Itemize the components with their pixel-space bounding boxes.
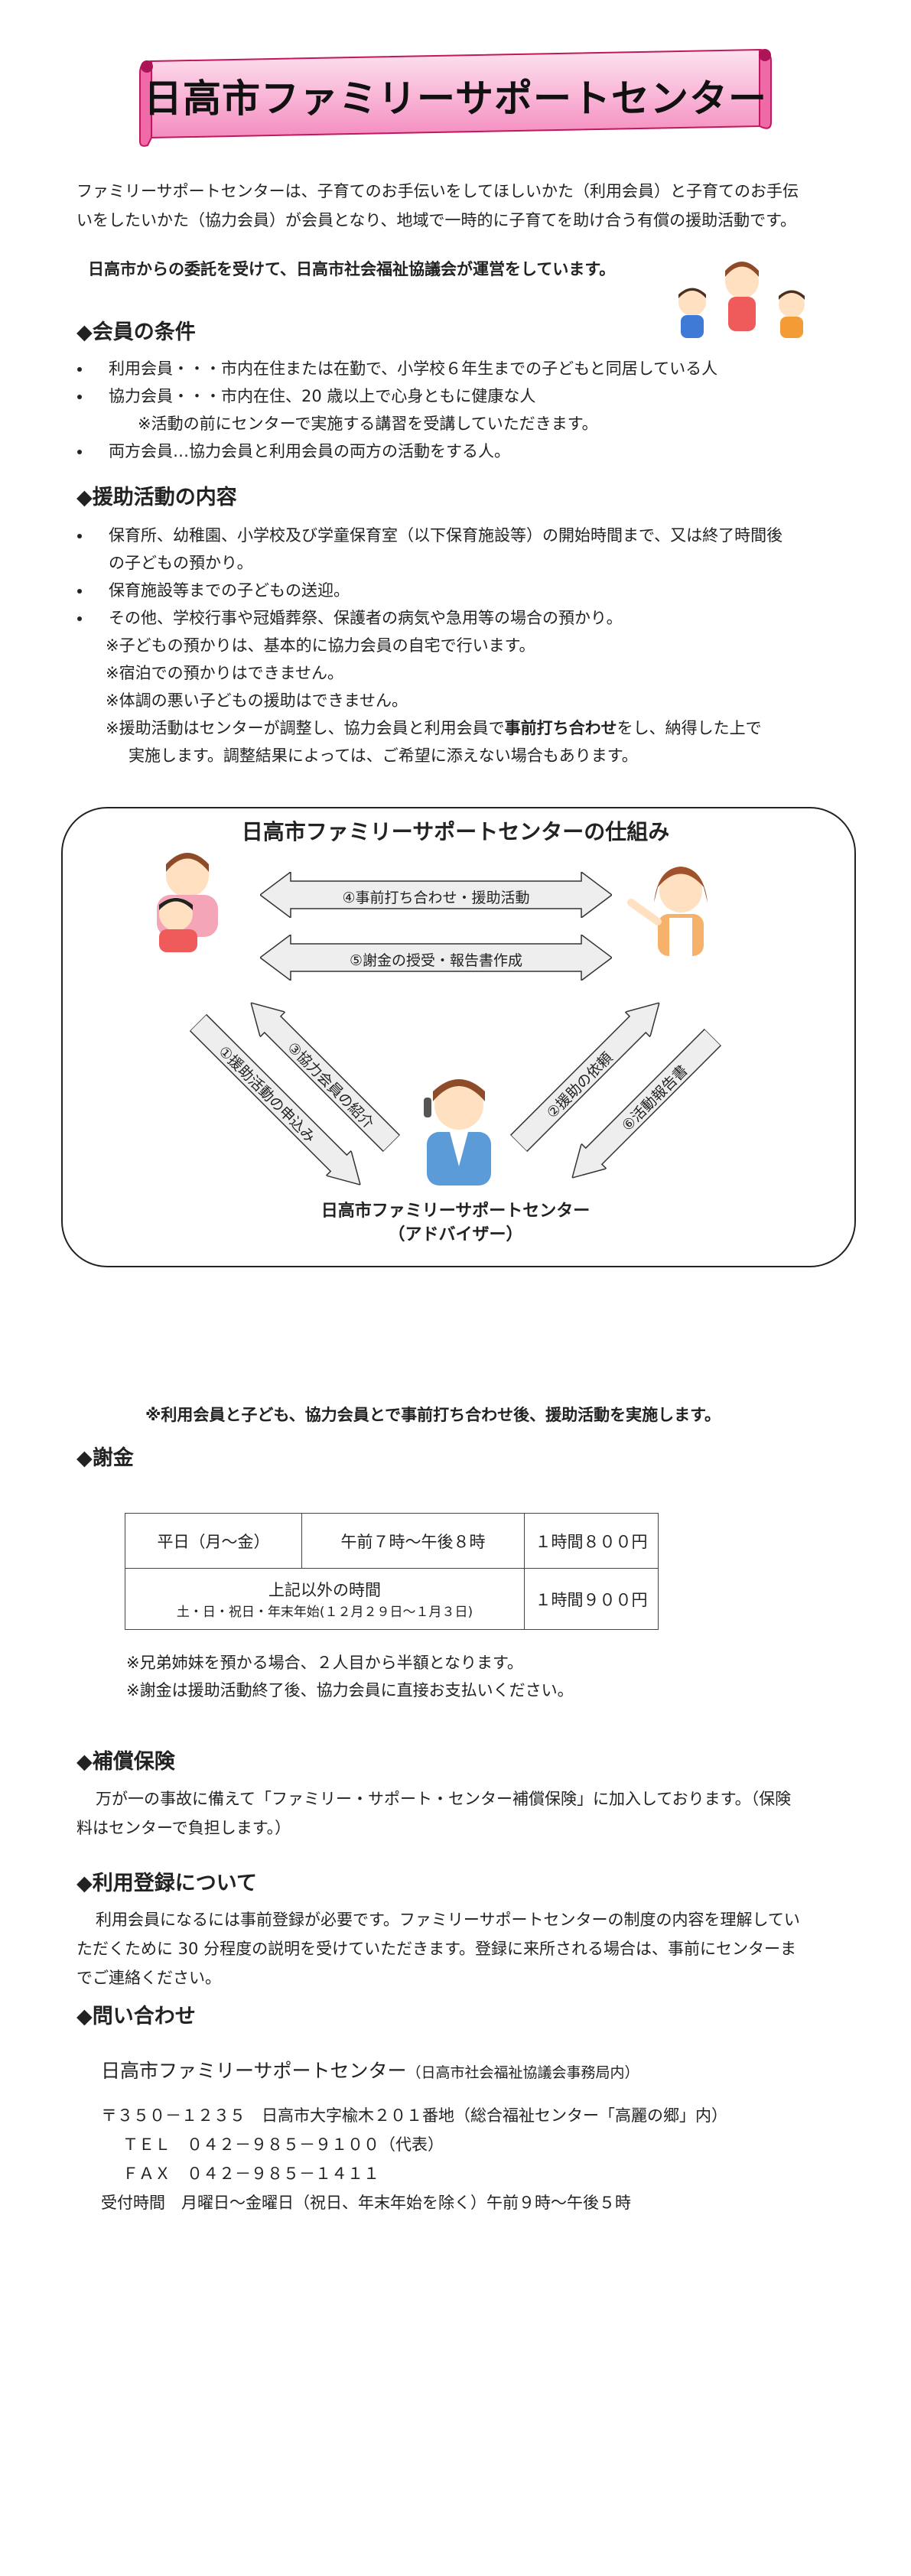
arrow-2: ②援助の依頼 <box>506 990 672 1156</box>
insurance-line-1: 万が一の事故に備えて「ファミリー・サポート・センター補償保険」に加入しております… <box>96 1790 792 1808</box>
list-item: その他、学校行事や冠婚葬祭、保護者の病気や急用等の場合の預かり。 <box>92 604 782 632</box>
intro-line-1: ファミリーサポートセンターは、子育てのお手伝いをしてほしいかた（利用会員）と子育… <box>76 182 799 200</box>
contact-tel: ＴＥＬ ０４２－９８５－９１００（代表） <box>122 2135 444 2154</box>
scroll-banner-graphic <box>139 48 772 147</box>
arrow-1-shape <box>189 1013 362 1186</box>
fee-table: 平日（月～金） 午前７時～午後８時 １時間８００円 上記以外の時間 土・日・祝日… <box>125 1513 659 1630</box>
arrow-5-label: ⑤謝金の授受・報告書作成 <box>349 952 523 969</box>
contact-address: 〒３５０－１２３５ 日高市大字楡木２０１番地（総合福祉センター「高麗の郷」内） <box>101 2106 727 2125</box>
fee-other-time-cell: 上記以外の時間 土・日・祝日・年末年始(１２月２９日～１月３日) <box>125 1568 525 1630</box>
advisor-illustration <box>424 1079 491 1186</box>
table-row: 平日（月～金） 午前７時～午後８時 １時間８００円 <box>125 1513 659 1569</box>
fees-heading: ◆謝金 <box>76 1446 134 1470</box>
entrusted-note: 日高市からの委託を受けて、日高市社会福祉協議会が運営をしています。 <box>88 260 616 278</box>
registration-line-3: でご連絡ください。 <box>76 1969 221 1987</box>
list-item: 保育所、幼稚園、小学校及び学童保育室（以下保育施設等）の開始時間まで、又は終了時… <box>92 522 782 577</box>
activity-note-2: ※宿泊での預かりはできません。 <box>106 664 343 682</box>
arrow-4-double <box>260 872 612 918</box>
family-illustration <box>678 262 805 338</box>
contact-org-name: 日高市ファミリーサポートセンター <box>101 2060 407 2082</box>
fee-weekday-price-cell: １時間８００円 <box>524 1513 659 1569</box>
center-sub: （アドバイザー） <box>388 1225 523 1244</box>
implementation-note: ※利用会員と子ども、協力会員とで事前打ち合わせ後、援助活動を実施します。 <box>145 1406 721 1424</box>
arrow-4-label: ④事前打ち合わせ・援助活動 <box>342 890 530 906</box>
activity-note-4: ※援助活動はセンターが調整し、協力会員と利用会員で事前打ち合わせをし、納得した上… <box>106 714 762 742</box>
list-item: 両方会員…協力会員と利用会員の両方の活動をする人。 <box>92 437 510 465</box>
activity-note-4-part-a: ※援助活動はセンターが調整し、協力会員と利用会員で <box>106 719 505 737</box>
contact-heading: ◆問い合わせ <box>76 2005 196 2028</box>
arrow-6-shape <box>571 1028 722 1179</box>
contact-org: 日高市ファミリーサポートセンター（日高市社会福祉協議会事務局内） <box>101 2056 639 2083</box>
activity-note-4-emphasis: 事前打ち合わせ <box>504 719 617 737</box>
membership-list-2: 両方会員…協力会員と利用会員の両方の活動をする人。 <box>76 437 510 465</box>
list-item: 協力会員・・・市内在住、20 歳以上で心身ともに健康な人 <box>92 382 717 410</box>
membership-heading: ◆会員の条件 <box>76 320 196 344</box>
table-row: 上記以外の時間 土・日・祝日・年末年始(１２月２９日～１月３日) １時間９００円 <box>125 1568 659 1630</box>
contact-hours: 受付時間 月曜日～金曜日（祝日、年末年始を除く）午前９時～午後５時 <box>101 2194 631 2212</box>
fee-note-1: ※兄弟姉妹を預かる場合、２人目から半額となります。 <box>126 1654 523 1672</box>
title-banner: 日高市ファミリーサポートセンター <box>136 42 775 149</box>
activity-note-4-part-c: をし、納得した上で <box>617 719 762 737</box>
contact-org-sub: （日高市社会福祉協議会事務局内） <box>406 2064 639 2081</box>
diagram-title: 日高市ファミリーサポートセンターの仕組み <box>241 819 670 844</box>
arrow-2-shape <box>509 1002 660 1153</box>
arrow-3: ③協力会員の紹介 <box>239 990 404 1156</box>
list-item: 保育施設等までの子どもの送迎。 <box>92 577 782 604</box>
arrow-5-double <box>260 935 612 981</box>
insurance-line-2: 料はセンターで負担します。） <box>76 1819 291 1837</box>
fee-weekday-time-cell: 午前７時～午後８時 <box>301 1513 525 1569</box>
arrow-6: ⑥活動報告書 <box>560 1025 725 1190</box>
membership-list: 利用会員・・・市内在住または在勤で、小学校６年生までの子どもと同居している人 協… <box>76 355 717 410</box>
registration-line-1: 利用会員になるには事前登録が必要です。ファミリーサポートセンターの制度の内容を理… <box>96 1911 800 1929</box>
activity-note-4-line-2: 実施します。調整結果によっては、ご希望に添えない場合もあります。 <box>129 746 638 765</box>
arrow-3-shape <box>250 1002 401 1153</box>
fee-other-time-line-1: 上記以外の時間 <box>268 1581 381 1599</box>
intro-line-2: いをしたいかた（協力会員）が会員となり、地域で一時的に子育てを助け合う有償の援助… <box>76 211 797 229</box>
fee-weekday-cell: 平日（月～金） <box>125 1513 302 1569</box>
center-name: 日高市ファミリーサポートセンター <box>320 1202 591 1221</box>
insurance-heading: ◆補償保険 <box>76 1750 175 1774</box>
registration-heading: ◆利用登録について <box>76 1872 257 1895</box>
activity-note-1: ※子どもの預かりは、基本的に協力会員の自宅で行います。 <box>106 636 535 655</box>
diagram-graphics <box>157 853 708 1186</box>
support-member-illustration <box>627 867 708 956</box>
system-diagram <box>61 807 856 1267</box>
fee-other-time-line-2: 土・日・祝日・年末年始(１２月２９日～１月３日) <box>176 1605 473 1620</box>
contact-fax: ＦＡＸ ０４２－９８５－１４１１ <box>122 2165 379 2183</box>
activity-item-1-line-2: の子どもの預かり。 <box>109 554 253 572</box>
membership-training-note: ※活動の前にセンターで実施する講習を受講していただきます。 <box>138 415 598 433</box>
fee-other-price-cell: １時間９００円 <box>524 1568 659 1630</box>
page-title: 日高市ファミリーサポートセンター <box>144 76 767 121</box>
list-item: 利用会員・・・市内在住または在勤で、小学校６年生までの子どもと同居している人 <box>92 355 717 382</box>
activities-list: 保育所、幼稚園、小学校及び学童保育室（以下保育施設等）の開始時間まで、又は終了時… <box>76 522 782 632</box>
arrow-1: ①援助活動の申込み <box>186 1010 373 1198</box>
user-member-illustration <box>157 853 218 952</box>
activity-item-1-line-1: 保育所、幼稚園、小学校及び学童保育室（以下保育施設等）の開始時間まで、又は終了時… <box>109 526 783 545</box>
registration-line-2: ただくために 30 分程度の説明を受けていただきます。登録に来所される場合は、事… <box>76 1940 796 1958</box>
activity-note-3: ※体調の悪い子どもの援助はできません。 <box>106 691 408 710</box>
fee-note-2: ※謝金は援助活動終了後、協力会員に直接お支払いください。 <box>126 1681 574 1699</box>
activities-heading: ◆援助活動の内容 <box>76 486 237 509</box>
